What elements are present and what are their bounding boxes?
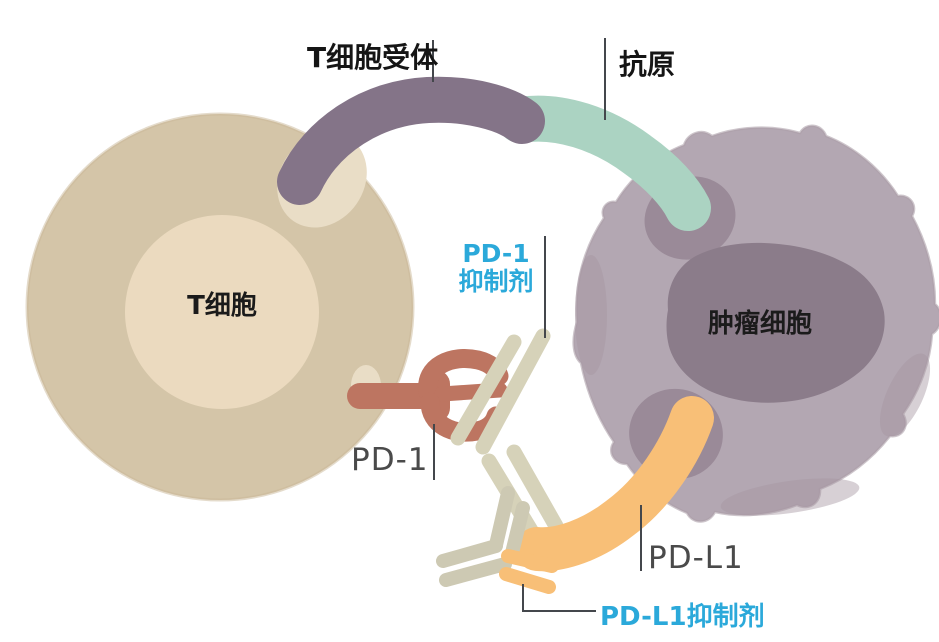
- pdl1-antibody-beige-arms: [436, 486, 530, 587]
- pd1-inhibitor-label: PD-1 抑制剂: [448, 240, 544, 296]
- t-cell-label: T细胞: [187, 291, 257, 321]
- t-cell-inner-region: [125, 215, 319, 409]
- pd1-inhibitor-label-line1: PD-1: [462, 239, 530, 268]
- pdl1-arm: [515, 396, 714, 572]
- tumor-edge-patch-right: [879, 353, 931, 437]
- pd1-label: PD-1: [351, 442, 429, 478]
- tumor-cell-label: 肿瘤细胞: [707, 309, 812, 339]
- pdl1-antibody-arm-1: [489, 486, 515, 552]
- pdl1-label: PD-L1: [648, 540, 744, 576]
- antigen-label: 抗原: [619, 48, 676, 81]
- tumor-edge-patch-bottom: [720, 478, 860, 516]
- pd1-antibody-arm-2: [450, 334, 522, 446]
- pd1-antibody-stem-2: [506, 444, 564, 534]
- pdl1-antibody-arm-2: [504, 501, 530, 564]
- pd1-antibody-arm-1: [475, 328, 551, 455]
- pointer-lines: [432, 38, 642, 612]
- pd1-inhibitor-label-line2: 抑制剂: [458, 267, 534, 296]
- tumor-nucleus: [666, 242, 885, 403]
- t-cell-receptor-label: T细胞受体: [307, 41, 439, 74]
- pdl1-antibody-orange-1: [501, 549, 559, 573]
- tumor-edge-shading: [575, 255, 931, 516]
- antigen-arm: [497, 95, 711, 231]
- antigen-shape: [497, 95, 711, 231]
- pdl1-inhibitor-pointer-line: [522, 584, 596, 612]
- pdl1-inhibitor-antibody: [436, 486, 559, 594]
- pdl1-antibody-arm-4: [439, 557, 512, 587]
- tumor-edge-patch-left: [575, 255, 607, 375]
- pdl1-antibody-orange-bars: [499, 549, 559, 594]
- t-cell-receptor-arm: [277, 76, 545, 205]
- t-cell-receptor-shape: [277, 76, 545, 205]
- pdl1-antibody-orange-2: [499, 567, 556, 594]
- pdl1-shape: [515, 396, 714, 572]
- pdl1-antibody-arm-3: [436, 539, 503, 568]
- pdl1-inhibitor-label: PD-L1抑制剂: [600, 602, 765, 632]
